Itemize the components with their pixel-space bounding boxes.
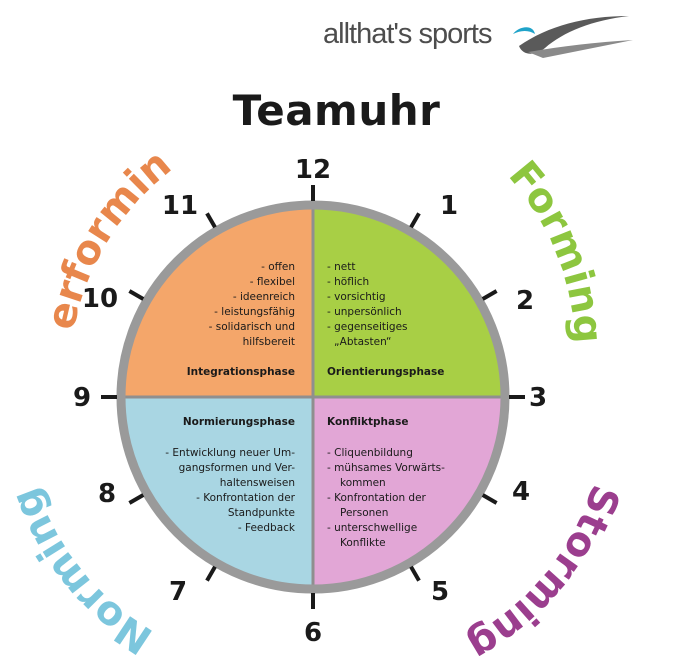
bottom-left-item: - Konfrontation der	[196, 492, 296, 504]
allthatssports-logo[interactable]: allthat's sports	[323, 12, 633, 64]
phase-conflict: Konfliktphase	[327, 416, 408, 428]
clock-number-3: 3	[529, 383, 547, 413]
clock-number-7: 7	[169, 577, 187, 607]
phase-orientation: Orientierungsphase	[327, 366, 444, 378]
top-right-text: - nett - höflich - vorsichtig - unpersön…	[327, 261, 444, 378]
bottom-right-item: Konflikte	[340, 537, 386, 549]
clock-tick	[205, 565, 217, 582]
top-right-item: - gegenseitiges	[327, 321, 408, 333]
bottom-right-item: kommen	[340, 477, 386, 489]
clock-numbers: 12 1 2 3 4 5 6 7 8 9 10 11	[73, 155, 547, 648]
top-right-item: - unpersönlich	[327, 306, 402, 318]
phase-norming: Normierungsphase	[183, 416, 295, 428]
clock-tick	[205, 212, 217, 229]
clock-ring	[116, 200, 510, 594]
bottom-right-item: Personen	[340, 507, 388, 519]
clock-number-1: 1	[440, 191, 458, 221]
clock-ticks	[101, 185, 525, 609]
top-left-text: - offen - flexibel - ideenreich - leistu…	[187, 261, 295, 378]
clock-tick	[481, 493, 498, 505]
quadrant-fills	[125, 209, 501, 585]
bottom-right-item: - mühsames Vorwärts-	[327, 462, 445, 474]
quadrant-bottom-right	[313, 397, 501, 585]
top-right-item: - vorsichtig	[327, 291, 386, 303]
stage-norming-label: Norming	[2, 482, 160, 656]
top-right-item: - höflich	[327, 276, 369, 288]
stage-norming: Norming	[2, 482, 160, 656]
bottom-right-item: - Konfrontation der	[327, 492, 427, 504]
stage-storming-label: Storming	[460, 479, 628, 656]
quadrant-bottom-left	[125, 397, 313, 585]
bottom-right-text: Konfliktphase - Cliquenbildung - mühsame…	[327, 416, 445, 549]
clock-tick	[128, 493, 145, 505]
top-left-item: - leistungsfähig	[214, 306, 295, 318]
phase-integration: Integrationsphase	[187, 366, 295, 378]
clock-number-4: 4	[512, 477, 530, 507]
top-left-item: - flexibel	[250, 276, 295, 288]
stage-storming: Storming	[460, 479, 628, 656]
bottom-left-item: - Entwicklung neuer Um-	[165, 447, 295, 459]
top-left-item: - solidarisch und	[209, 321, 295, 333]
clock-number-8: 8	[98, 479, 116, 509]
bottom-left-item: Standpunkte	[228, 507, 295, 519]
top-left-item: - offen	[261, 261, 295, 273]
top-left-item: hilfsbereit	[243, 336, 295, 348]
bottom-left-item: gangsformen und Ver-	[179, 462, 296, 474]
diagram-title: Teamuhr	[232, 86, 441, 135]
quadrant-texts: - offen - flexibel - ideenreich - leistu…	[165, 261, 445, 549]
bottom-right-item: - Cliquenbildung	[327, 447, 413, 459]
quadrant-top-right	[313, 209, 501, 397]
bottom-left-item: haltensweisen	[220, 477, 295, 489]
clock-tick	[409, 212, 421, 229]
logo-text: allthat's sports	[323, 18, 492, 50]
clock-number-11: 11	[162, 191, 198, 221]
swoosh-icon	[513, 16, 633, 58]
top-right-item: „Abtasten“	[334, 336, 391, 348]
clock-number-9: 9	[73, 383, 91, 413]
top-left-item: - ideenreich	[233, 291, 295, 303]
quadrant-top-left	[125, 209, 313, 397]
clock-tick	[128, 289, 145, 301]
clock-number-12: 12	[295, 155, 331, 185]
clock-number-6: 6	[304, 618, 322, 648]
clock-number-10: 10	[82, 284, 118, 314]
clock-number-5: 5	[431, 577, 449, 607]
bottom-left-item: - Feedback	[238, 522, 296, 534]
clock-number-2: 2	[516, 286, 534, 316]
clock-tick	[481, 289, 498, 301]
bottom-left-text: Normierungsphase - Entwicklung neuer Um-…	[165, 416, 296, 534]
clock-tick	[409, 565, 421, 582]
bottom-right-item: - unterschwellige	[327, 522, 417, 534]
top-right-item: - nett	[327, 261, 355, 273]
